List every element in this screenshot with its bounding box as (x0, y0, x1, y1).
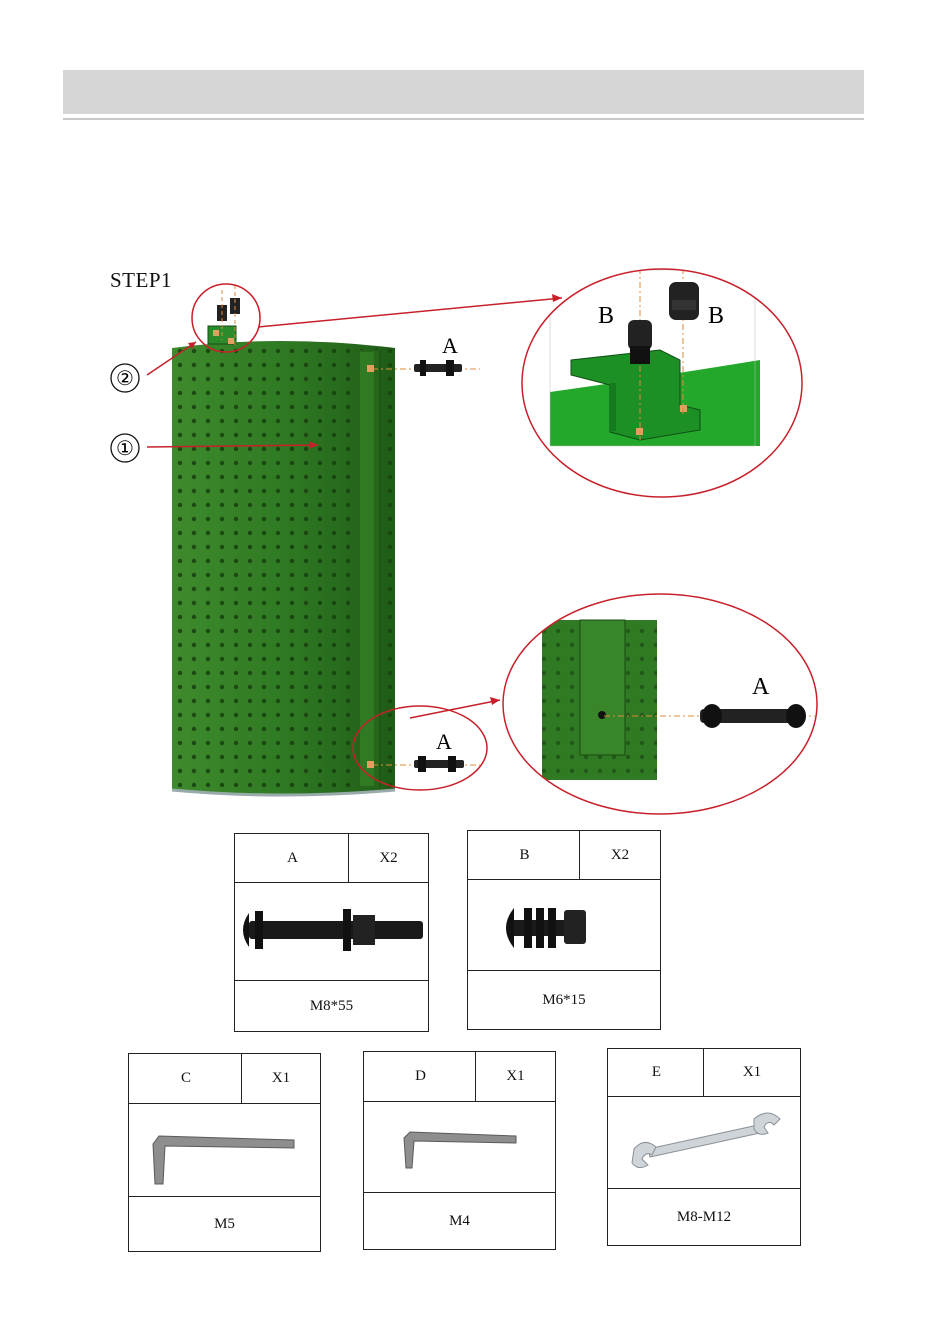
part-size: M8*55 (235, 980, 428, 1031)
zoom-label-b-right: B (708, 303, 724, 329)
part-qty: X1 (241, 1054, 320, 1103)
part-qty: X1 (703, 1049, 800, 1096)
part-card-c: C X1 M5 (128, 1053, 321, 1252)
part-card-d: D X1 M4 (363, 1051, 556, 1250)
part-qty: X2 (579, 831, 660, 879)
part-letter: D (364, 1052, 477, 1101)
zoom-detail-bottom (542, 620, 815, 780)
part-letter: C (129, 1054, 243, 1103)
zoom-label-b-left: B (598, 303, 614, 329)
part-size: M5 (129, 1196, 320, 1251)
part-size: M6*15 (468, 970, 660, 1029)
part-qty: X1 (475, 1052, 555, 1101)
label-bolt-a-bottom: A (436, 729, 452, 754)
zoom-label-a: A (752, 674, 770, 700)
label-bolt-a-top: A (442, 333, 458, 358)
part-card-a: A X2 M8*55 (234, 833, 429, 1032)
assembly-diagram: ② ① A A B B (0, 0, 933, 830)
callout-panel-number: ① (116, 438, 134, 460)
part-size: M8-M12 (608, 1188, 800, 1245)
top-bracket-small (208, 285, 240, 345)
part-letter: E (608, 1049, 705, 1096)
part-card-e: E X1 M8-M12 (607, 1048, 801, 1246)
zoom-detail-top (550, 268, 760, 446)
part-qty: X2 (348, 834, 428, 882)
part-card-b: B X2 M6*15 (467, 830, 661, 1030)
callout-bracket-number: ② (116, 368, 134, 390)
part-size: M4 (364, 1192, 555, 1249)
part-letter: B (468, 831, 581, 879)
part-letter: A (235, 834, 350, 882)
